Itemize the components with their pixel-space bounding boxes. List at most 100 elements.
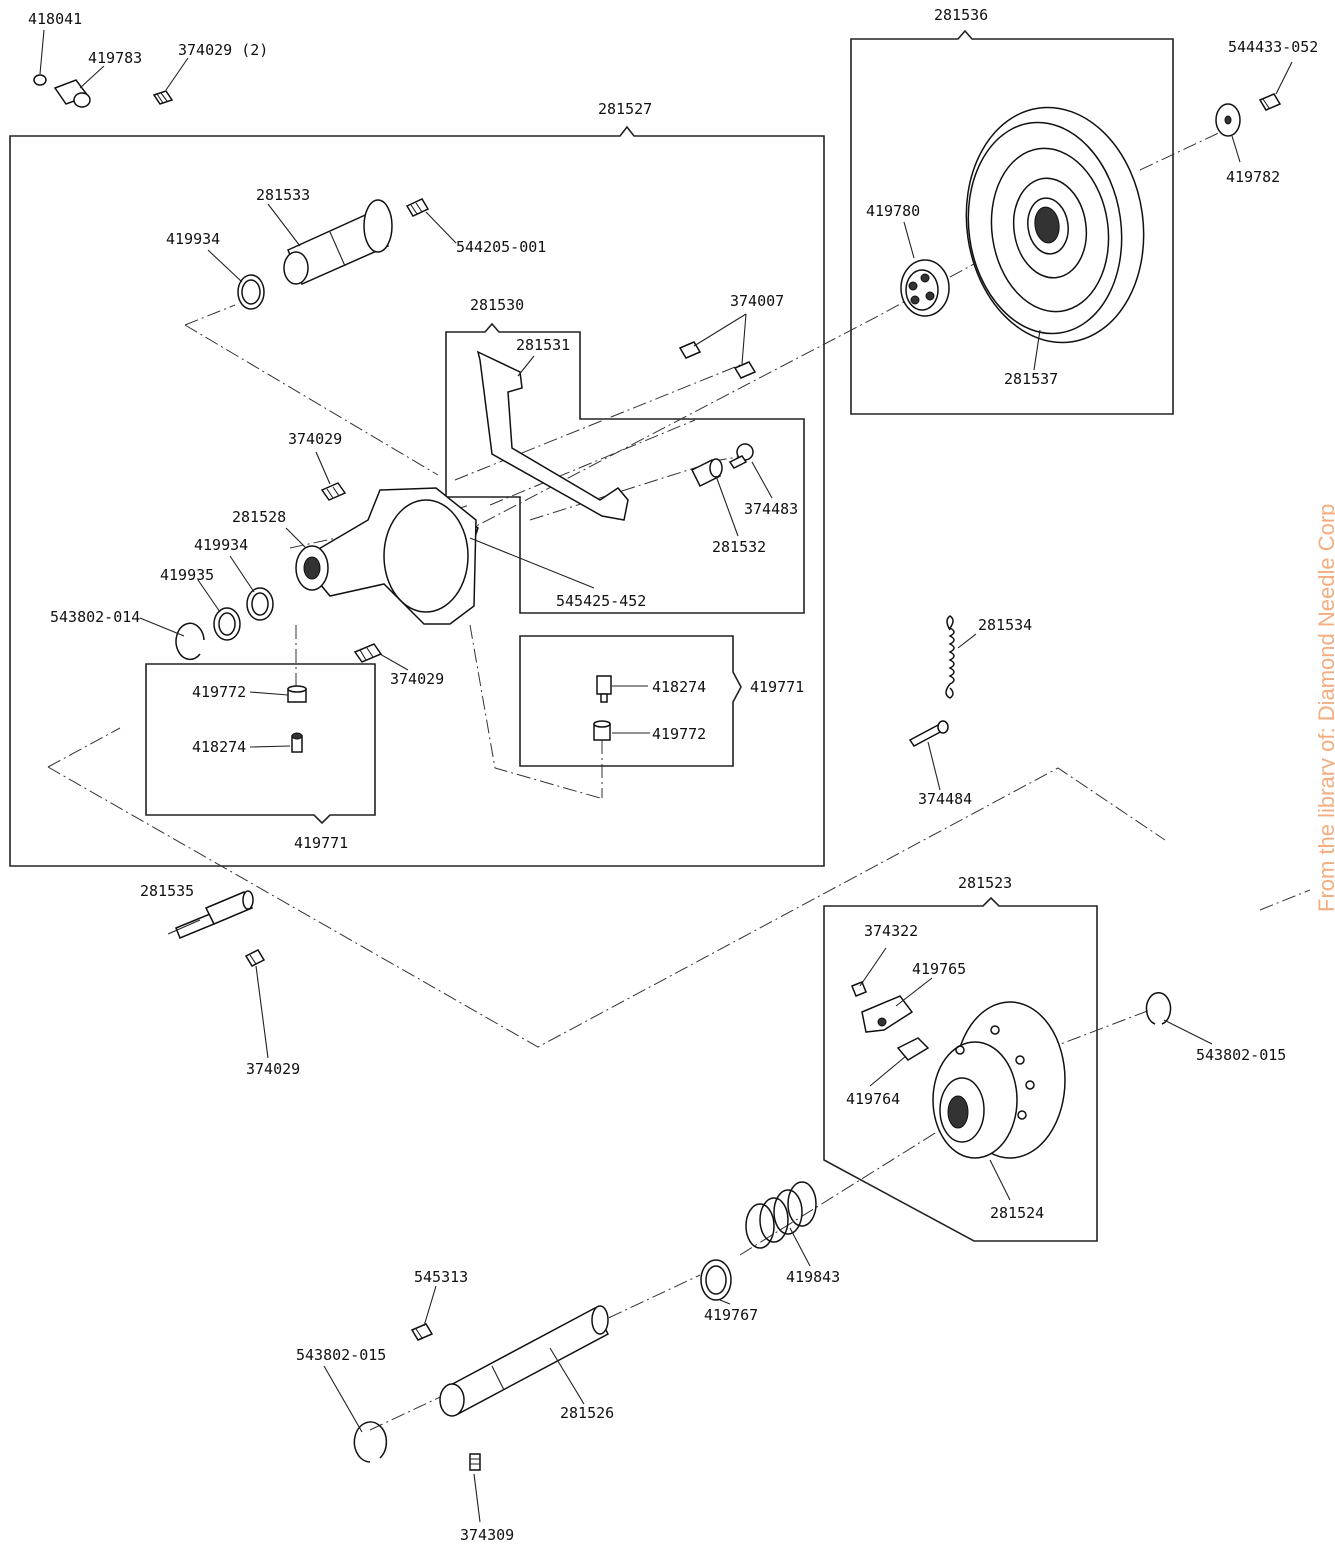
leader [719, 1299, 731, 1305]
label-419782: 419782 [1226, 168, 1280, 186]
label-418274-left: 418274 [192, 738, 246, 756]
leader [197, 579, 221, 613]
setscrew-545313 [410, 1323, 434, 1341]
setscrew-374029-upper [320, 482, 347, 501]
leader [249, 691, 289, 696]
label-281537: 281537 [1004, 370, 1058, 388]
label-281528: 281528 [232, 508, 286, 526]
center-line [47, 727, 121, 768]
label-281533: 281533 [256, 186, 310, 204]
leader [39, 29, 45, 75]
label-374309: 374309 [460, 1526, 514, 1544]
label-543802-015-left: 543802-015 [296, 1346, 386, 1364]
leader [1231, 135, 1241, 163]
screw-418274-left [291, 732, 303, 753]
ring-419934-upper-inner [241, 279, 261, 305]
label-419771-left: 419771 [294, 834, 348, 852]
box-281536 [850, 29, 1174, 415]
lever-419765 [861, 995, 914, 1033]
leader [957, 633, 977, 649]
washer-418041 [33, 74, 47, 86]
snapring-543802-015-left [353, 1421, 388, 1463]
label-374029-bottom: 374029 [246, 1060, 300, 1078]
label-419765: 419765 [912, 960, 966, 978]
center-line [1139, 129, 1226, 171]
label-418041: 418041 [28, 10, 82, 28]
label-419843: 419843 [786, 1268, 840, 1286]
stud-374483 [728, 443, 754, 469]
box-281530 [445, 322, 805, 614]
center-line [1259, 889, 1311, 911]
screw-418274-right [596, 675, 612, 703]
leader [229, 555, 255, 593]
center-line [439, 257, 986, 546]
label-419780: 419780 [866, 202, 920, 220]
screw-544433-052 [1258, 93, 1282, 111]
label-544205-001: 544205-001 [456, 238, 546, 256]
label-281535: 281535 [140, 882, 194, 900]
setscrew-374029-lower [353, 643, 383, 663]
leader [859, 947, 887, 987]
bracket-281531 [476, 350, 629, 521]
washer-419782-hole [1224, 115, 1232, 125]
snapring-543802-015-right [1145, 991, 1172, 1025]
leader [693, 313, 747, 365]
box-281527 [9, 125, 825, 867]
ring-419935 [213, 607, 241, 641]
pulley-281537 [965, 106, 1145, 344]
label-544433-052: 544433-052 [1228, 38, 1318, 56]
leader [207, 249, 243, 283]
label-281524: 281524 [990, 1204, 1044, 1222]
label-374484: 374484 [918, 790, 972, 808]
leader [927, 741, 941, 791]
leader [789, 1227, 811, 1267]
leader [1275, 61, 1293, 95]
label-419772-right: 419772 [652, 725, 706, 743]
clutch-281524 [932, 1001, 1066, 1159]
leader [895, 977, 933, 1007]
cap-419772-right [593, 720, 611, 741]
cap-419772-left [287, 685, 307, 703]
shaft-281535 [175, 890, 254, 939]
bearing-419780 [900, 259, 950, 317]
setscrew-544205-001 [405, 198, 430, 217]
center-line [369, 1274, 701, 1431]
leader [469, 537, 595, 589]
center-line [47, 766, 1166, 1048]
label-374322: 374322 [864, 922, 918, 940]
leader [425, 211, 457, 244]
ring-419935-inner [218, 612, 236, 636]
leader [1163, 1019, 1213, 1045]
stud-374484 [908, 720, 949, 747]
box-419771-right [519, 635, 742, 767]
leader [323, 1365, 363, 1433]
center-line [469, 624, 601, 799]
label-419767: 419767 [704, 1306, 758, 1324]
spring-281534 [945, 615, 955, 699]
setscrew-374309 [469, 1453, 481, 1471]
ring-419934-lower [246, 587, 274, 621]
leader [1033, 329, 1041, 371]
box-419771-left [145, 663, 376, 825]
label-281534: 281534 [978, 616, 1032, 634]
label-281523: 281523 [958, 874, 1012, 892]
washer-419767-inner [705, 1265, 727, 1295]
leader [379, 653, 409, 671]
leader [473, 1473, 481, 1523]
fitting-419783 [53, 79, 91, 108]
leader [315, 451, 331, 485]
label-281530: 281530 [470, 296, 524, 314]
housing-281528 [295, 487, 477, 625]
label-374029-2: 374029 (2) [178, 41, 268, 59]
label-419783: 419783 [88, 49, 142, 67]
leader [267, 203, 301, 247]
spring-419843 [745, 1181, 817, 1249]
center-line [739, 1129, 941, 1256]
setscrew-374029-bottom [244, 949, 266, 967]
label-419771-right: 419771 [750, 678, 804, 696]
leader [139, 617, 185, 637]
leader [869, 1055, 907, 1087]
label-419764: 419764 [846, 1090, 900, 1108]
label-418274-right: 418274 [652, 678, 706, 696]
ring-419934-lower-inner [251, 592, 269, 616]
